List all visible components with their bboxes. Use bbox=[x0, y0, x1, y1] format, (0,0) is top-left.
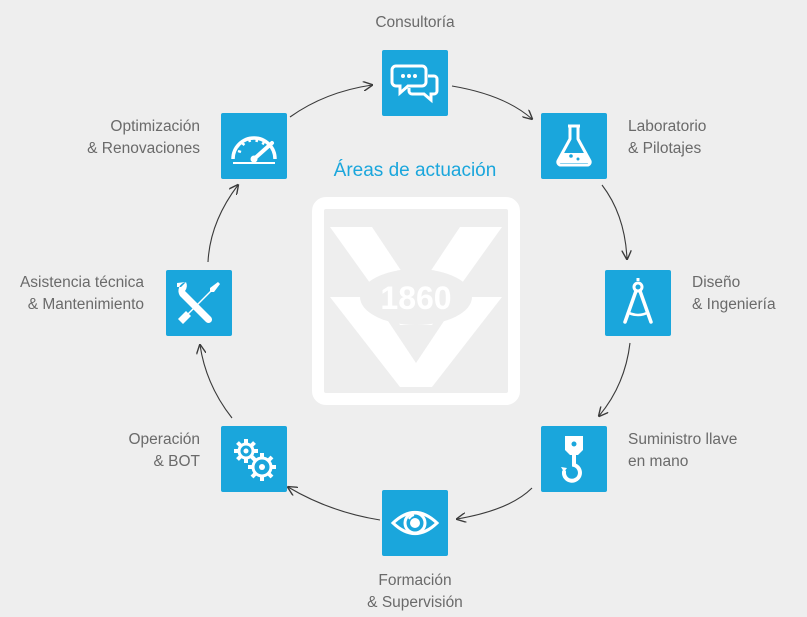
label-consultoria: Consultoría bbox=[345, 12, 485, 34]
diagram-title: Áreas de actuación bbox=[333, 160, 497, 181]
node-diseno bbox=[605, 270, 671, 336]
label-line: Formación bbox=[378, 572, 452, 589]
node-operacion bbox=[221, 426, 287, 492]
crane-hook-icon bbox=[561, 436, 583, 483]
node-asistencia bbox=[166, 270, 232, 336]
flask-icon bbox=[556, 124, 592, 167]
label-line: & Supervisión bbox=[367, 594, 463, 611]
label-line: & Ingeniería bbox=[692, 296, 776, 313]
label-line: Diseño bbox=[692, 274, 741, 291]
arrow-asistencia-optimizacion bbox=[207, 185, 238, 263]
node-optimizacion bbox=[221, 113, 287, 179]
label-line: & Pilotajes bbox=[628, 140, 702, 157]
arrow-operacion-asistencia bbox=[200, 345, 233, 419]
label-line: Optimización bbox=[110, 118, 200, 135]
label-line: Laboratorio bbox=[628, 118, 707, 135]
speedometer-icon bbox=[231, 136, 277, 164]
eye-icon bbox=[390, 511, 440, 535]
label-optimizacion: Optimización & Renovaciones bbox=[60, 116, 200, 160]
company-logo: 1860 bbox=[312, 197, 520, 405]
compass-icon bbox=[623, 278, 653, 324]
arrow-laboratorio-diseno bbox=[601, 184, 627, 259]
label-line: & Renovaciones bbox=[87, 140, 200, 157]
label-diseno: Diseño & Ingeniería bbox=[692, 272, 776, 316]
node-formacion bbox=[382, 490, 448, 556]
chat-bubbles-icon bbox=[390, 64, 439, 104]
tools-icon bbox=[177, 282, 220, 324]
arrow-suministro-formacion bbox=[457, 487, 533, 519]
label-line: Consultoría bbox=[375, 14, 455, 31]
gears-icon bbox=[234, 439, 276, 481]
label-line: & Mantenimiento bbox=[27, 296, 144, 313]
arrow-diseno-suministro bbox=[599, 342, 631, 416]
label-line: Operación bbox=[128, 431, 200, 448]
node-consultoria bbox=[382, 50, 448, 116]
label-operacion: Operación & BOT bbox=[80, 429, 200, 473]
node-laboratorio bbox=[541, 113, 607, 179]
arrow-consultoria-laboratorio bbox=[451, 85, 532, 119]
label-suministro: Suministro llave en mano bbox=[628, 429, 737, 473]
arrow-formacion-operacion bbox=[288, 487, 381, 521]
arrow-optimizacion-consultoria bbox=[289, 85, 372, 118]
label-laboratorio: Laboratorio & Pilotajes bbox=[628, 116, 706, 160]
label-line: Asistencia técnica bbox=[19, 274, 144, 291]
label-line: & BOT bbox=[153, 453, 200, 470]
logo-year: 1860 bbox=[380, 280, 451, 316]
label-line: en mano bbox=[628, 453, 689, 470]
label-asistencia: Asistencia técnica & Mantenimiento bbox=[0, 272, 144, 316]
label-formacion: Formación & Supervisión bbox=[335, 570, 495, 614]
label-line: Suministro llave bbox=[628, 431, 738, 448]
node-suministro bbox=[541, 426, 607, 492]
